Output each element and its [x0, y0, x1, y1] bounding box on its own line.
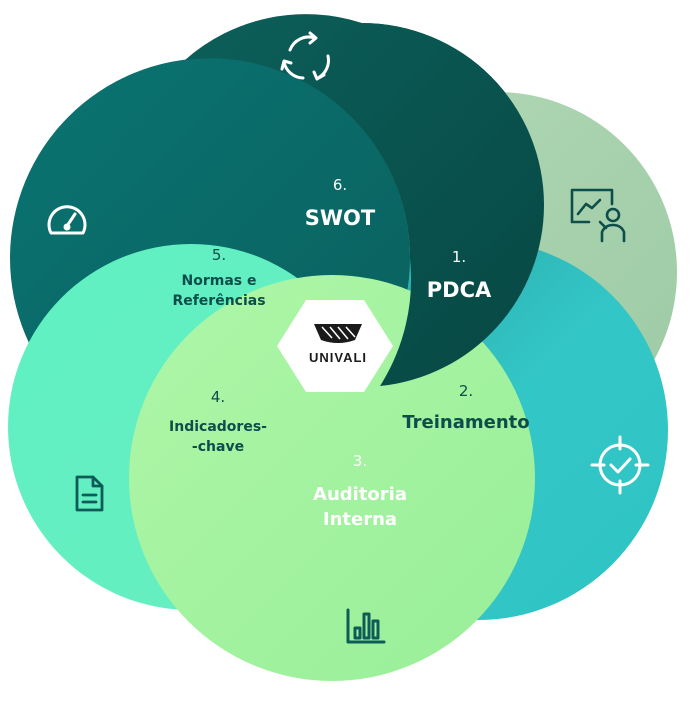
- label-treinamento: 2. Treinamento: [402, 382, 529, 433]
- treinamento-number: 2.: [459, 382, 473, 400]
- pdca-label: PDCA: [427, 278, 492, 302]
- univali-logo: UNIVALI: [277, 300, 393, 392]
- indicadores-label-2: -chave: [192, 439, 244, 455]
- swot-number: 6.: [333, 176, 347, 194]
- label-normas: 5. Normas e Referências: [172, 246, 265, 309]
- normas-label-2: Referências: [172, 293, 265, 309]
- label-auditoria: 3. Auditoria Interna: [313, 452, 407, 530]
- auditoria-number: 3.: [353, 452, 367, 470]
- circle-indicadores: [129, 275, 535, 681]
- swot-label: SWOT: [305, 206, 376, 230]
- presentation-icon: [570, 188, 626, 243]
- normas-number: 5.: [212, 246, 226, 264]
- speedometer-icon: [47, 205, 87, 235]
- refresh-cycle-icon: [280, 31, 330, 81]
- logo-mark: [314, 324, 362, 343]
- indicadores-number: 4.: [211, 388, 225, 406]
- treinamento-label: Treinamento: [402, 412, 529, 433]
- label-pdca: 1. PDCA: [427, 248, 492, 302]
- normas-label-1: Normas e: [182, 273, 257, 289]
- label-indicadores: 4. Indicadores- -chave: [169, 388, 267, 455]
- bar-chart-icon: [346, 608, 386, 644]
- logo-mark-stripes: [321, 326, 356, 340]
- label-swot: 6. SWOT: [305, 176, 376, 230]
- pdca-number: 1.: [452, 248, 466, 266]
- document-icon: [75, 475, 104, 512]
- indicadores-label-1: Indicadores-: [169, 419, 267, 435]
- auditoria-label-1: Auditoria: [313, 484, 407, 505]
- target-check-icon: [590, 435, 650, 495]
- auditoria-label-2: Interna: [323, 509, 397, 530]
- overlap-pdca-top: [185, 14, 544, 386]
- logo-hexagon: [277, 300, 393, 392]
- logo-text: UNIVALI: [309, 350, 367, 365]
